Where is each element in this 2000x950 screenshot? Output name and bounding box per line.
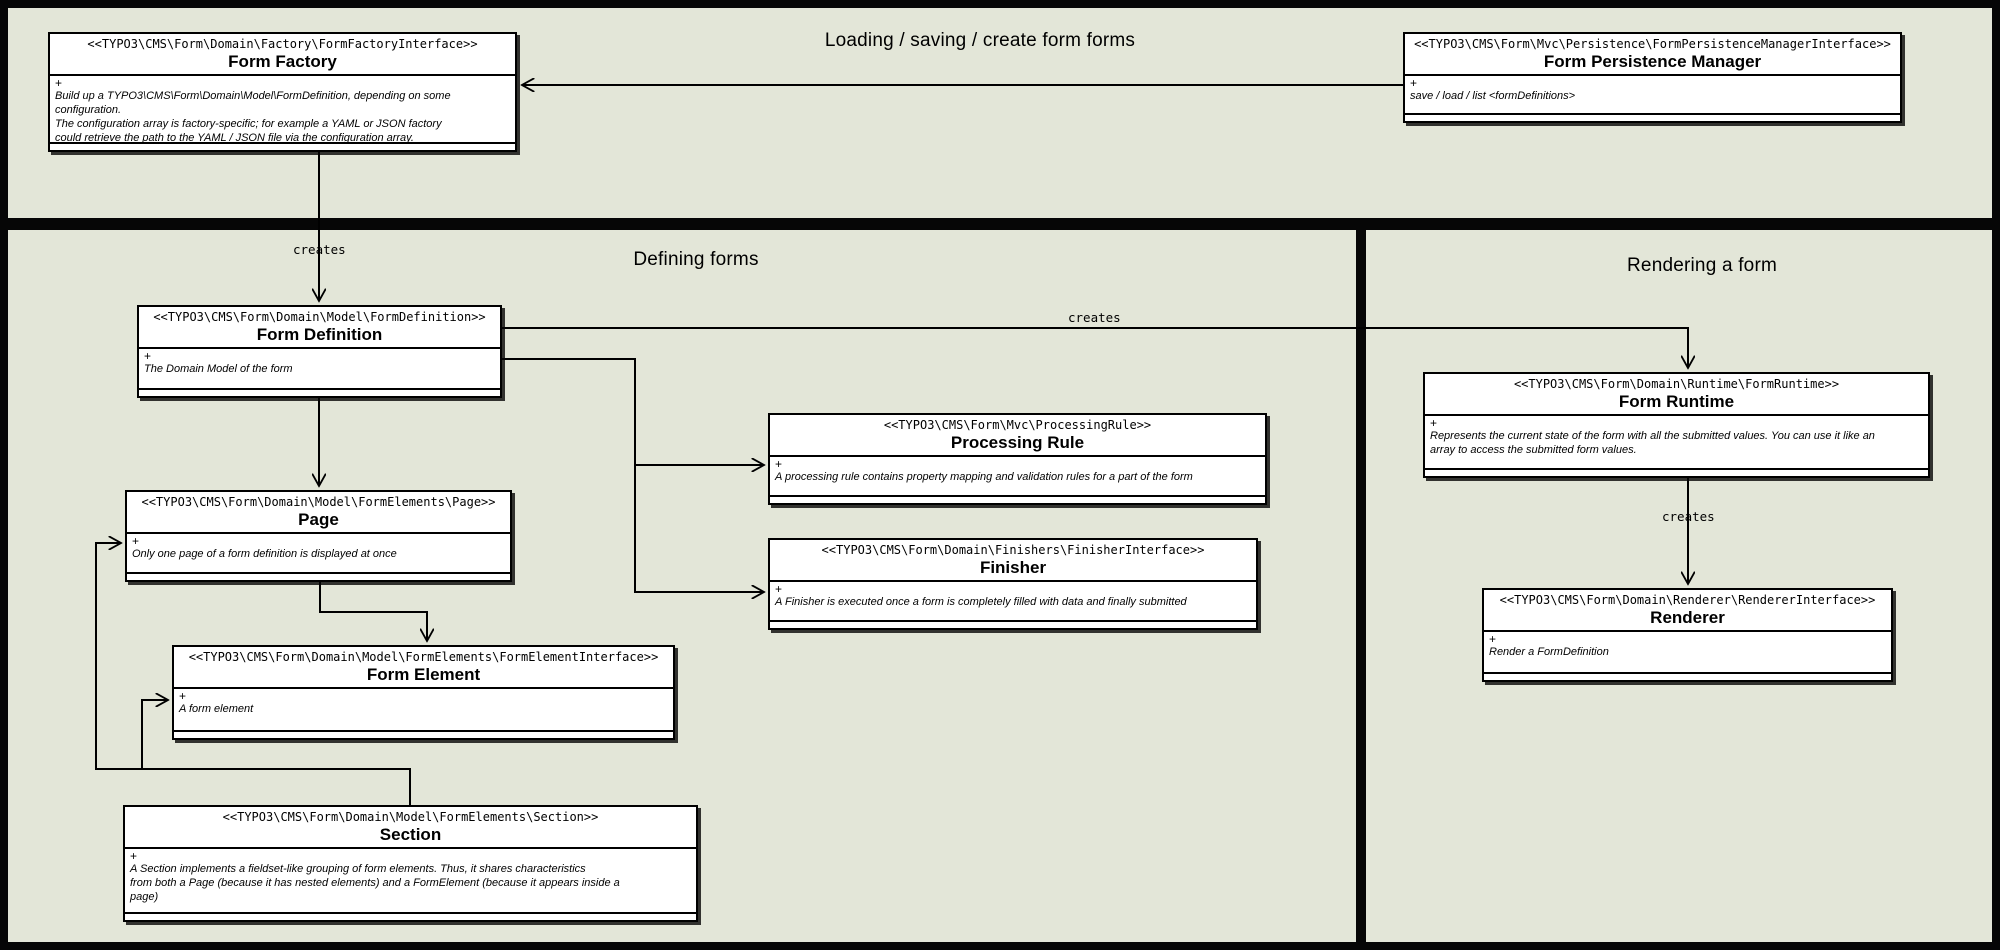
stereotype-text: <<TYPO3\CMS\Form\Domain\Model\FormElemen… [188,650,659,664]
empty-compartment [770,497,1265,503]
empty-compartment [50,144,515,150]
class-header: <<TYPO3\CMS\Form\Domain\Model\FormDefini… [139,307,500,349]
class-description: A processing rule contains property mapp… [775,471,1193,483]
class-box-form-runtime: <<TYPO3\CMS\Form\Domain\Runtime\FormRunt… [1423,372,1930,478]
visibility-marker: + [130,849,138,863]
visibility-marker: + [1489,632,1497,646]
section-title-rendering-form: Rendering a form [1627,255,1777,276]
class-body: + A form element [174,689,673,732]
empty-compartment [139,390,500,396]
class-body: + Render a FormDefinition [1484,632,1891,674]
visibility-marker: + [1430,416,1438,430]
class-box-finisher: <<TYPO3\CMS\Form\Domain\Finishers\Finish… [768,538,1258,630]
empty-compartment [1484,674,1891,680]
region-rendering-form [1366,230,1992,942]
class-body: + Represents the current state of the fo… [1425,416,1928,470]
class-box-section: <<TYPO3\CMS\Form\Domain\Model\FormElemen… [123,805,698,922]
class-box-processing-rule: <<TYPO3\CMS\Form\Mvc\ProcessingRule>> Pr… [768,413,1267,505]
class-description: Render a FormDefinition [1489,646,1609,658]
class-box-form-persistence-manager: <<TYPO3\CMS\Form\Mvc\Persistence\FormPer… [1403,32,1902,123]
class-header: <<TYPO3\CMS\Form\Domain\Renderer\Rendere… [1484,590,1891,632]
stereotype-text: <<TYPO3\CMS\Form\Domain\Model\FormElemen… [222,810,599,824]
stereotype-text: <<TYPO3\CMS\Form\Domain\Factory\FormFact… [87,37,478,51]
visibility-marker: + [55,76,63,90]
class-body: + save / load / list <formDefinitions> [1405,76,1900,115]
class-body: + A processing rule contains property ma… [770,457,1265,497]
class-header: <<TYPO3\CMS\Form\Mvc\Persistence\FormPer… [1405,34,1900,76]
class-box-renderer: <<TYPO3\CMS\Form\Domain\Renderer\Rendere… [1482,588,1893,682]
stereotype-text: <<TYPO3\CMS\Form\Mvc\Persistence\FormPer… [1414,37,1891,51]
visibility-marker: + [144,349,152,363]
stereotype-text: <<TYPO3\CMS\Form\Domain\Renderer\Rendere… [1499,593,1876,607]
class-title: Form Element [366,665,481,684]
visibility-marker: + [179,689,187,703]
visibility-marker: + [775,582,783,596]
visibility-marker: + [1410,76,1418,90]
edge-label-creates-factory: creates [293,242,346,257]
class-description: Build up a TYPO3\CMS\Form\Domain\Model\F… [55,90,451,144]
section-title-loading-saving: Loading / saving / create form forms [824,30,1136,51]
visibility-marker: + [775,457,783,471]
class-title: Renderer [1650,608,1725,627]
class-description: A Section implements a fieldset-like gro… [130,863,620,903]
class-description: A Finisher is executed once a form is co… [775,596,1187,608]
class-header: <<TYPO3\CMS\Form\Domain\Model\FormElemen… [125,807,696,849]
class-description: Only one page of a form definition is di… [132,548,397,560]
class-description: Represents the current state of the form… [1430,430,1875,456]
class-title: Processing Rule [950,433,1085,452]
edge-label-creates-runtime: creates [1068,310,1121,325]
visibility-marker: + [132,534,140,548]
class-header: <<TYPO3\CMS\Form\Domain\Runtime\FormRunt… [1425,374,1928,416]
stereotype-text: <<TYPO3\CMS\Form\Domain\Model\FormElemen… [141,495,496,509]
class-body: + A Finisher is executed once a form is … [770,582,1256,622]
empty-compartment [127,574,510,580]
class-box-form-factory: <<TYPO3\CMS\Form\Domain\Factory\FormFact… [48,32,517,152]
empty-compartment [125,914,696,920]
class-box-form-definition: <<TYPO3\CMS\Form\Domain\Model\FormDefini… [137,305,502,398]
class-header: <<TYPO3\CMS\Form\Domain\Finishers\Finish… [770,540,1256,582]
class-description: A form element [179,703,254,715]
class-body: + Build up a TYPO3\CMS\Form\Domain\Model… [50,76,515,144]
class-title: Form Runtime [1618,392,1735,411]
class-title: Section [379,825,442,844]
edge-label-creates-renderer: creates [1662,509,1715,524]
class-header: <<TYPO3\CMS\Form\Domain\Model\FormElemen… [127,492,510,534]
empty-compartment [1405,115,1900,121]
stereotype-text: <<TYPO3\CMS\Form\Domain\Model\FormDefini… [153,310,486,324]
class-title: Page [298,510,339,529]
class-header: <<TYPO3\CMS\Form\Domain\Model\FormElemen… [174,647,673,689]
class-title: Form Persistence Manager [1543,52,1762,71]
class-box-page: <<TYPO3\CMS\Form\Domain\Model\FormElemen… [125,490,512,582]
class-body: + The Domain Model of the form [139,349,500,390]
class-title: Form Factory [228,52,337,71]
empty-compartment [174,732,673,738]
class-header: <<TYPO3\CMS\Form\Domain\Factory\FormFact… [50,34,515,76]
class-box-form-element: <<TYPO3\CMS\Form\Domain\Model\FormElemen… [172,645,675,740]
stereotype-text: <<TYPO3\CMS\Form\Mvc\ProcessingRule>> [883,418,1152,432]
class-description: The Domain Model of the form [144,363,293,375]
class-title: Form Definition [256,325,383,344]
stereotype-text: <<TYPO3\CMS\Form\Domain\Finishers\Finish… [821,543,1205,557]
empty-compartment [770,622,1256,628]
stereotype-text: <<TYPO3\CMS\Form\Domain\Runtime\FormRunt… [1513,377,1840,391]
empty-compartment [1425,470,1928,476]
class-header: <<TYPO3\CMS\Form\Mvc\ProcessingRule>> Pr… [770,415,1265,457]
class-body: + A Section implements a fieldset-like g… [125,849,696,914]
class-body: + Only one page of a form definition is … [127,534,510,574]
class-description: save / load / list <formDefinitions> [1410,90,1576,102]
section-title-defining-forms: Defining forms [633,249,759,270]
class-title: Finisher [979,558,1047,577]
